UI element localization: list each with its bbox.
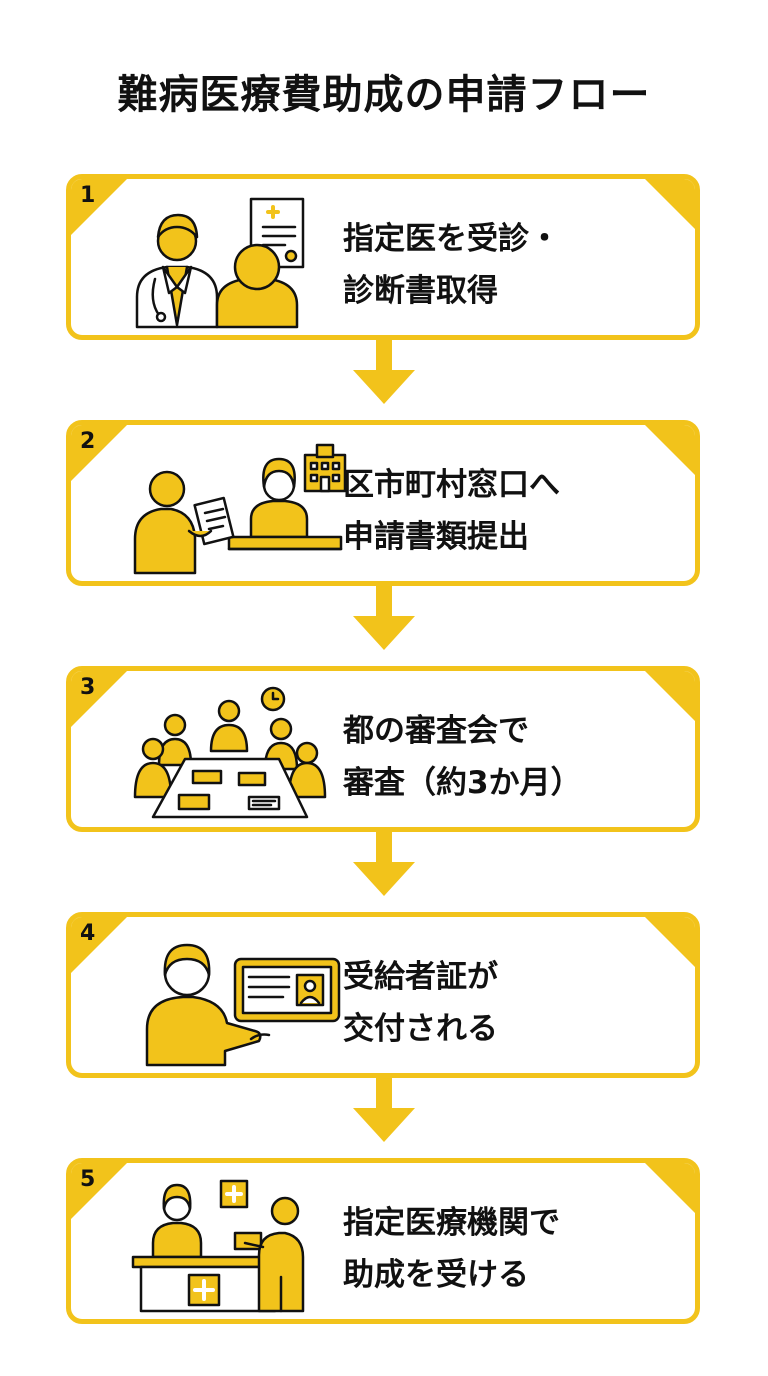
step-title-line2: 助成を受ける bbox=[343, 1257, 529, 1293]
arrow-down-icon bbox=[353, 832, 415, 896]
page-title: 難病医療費助成の申請フロー bbox=[117, 72, 651, 118]
corner-accent bbox=[644, 671, 695, 722]
step-title-line1: 受給者証が bbox=[343, 959, 498, 995]
step-title-line1: 指定医療機関で bbox=[343, 1205, 560, 1241]
step-number: 5 bbox=[80, 1167, 96, 1192]
step-card-3: 3 都の審査会で 審査（約3か月） bbox=[66, 666, 700, 832]
step-number: 1 bbox=[80, 183, 96, 208]
step-card-1: 1 指定医を受診・ 診断書取得 bbox=[66, 174, 700, 340]
step-title-line1: 区市町村窓口へ bbox=[343, 467, 560, 503]
arrow-down-icon bbox=[353, 340, 415, 404]
corner-accent bbox=[71, 179, 128, 236]
corner-accent bbox=[71, 1163, 128, 1220]
arrow-down-icon bbox=[353, 1078, 415, 1142]
step-title-line1: 都の審査会で bbox=[343, 713, 529, 749]
arrow-down-icon bbox=[353, 586, 415, 650]
corner-accent bbox=[644, 917, 695, 968]
corner-accent bbox=[71, 671, 128, 728]
step-title-line2: 申請書類提出 bbox=[343, 519, 529, 555]
step-card-4: 4 受給者証が 交付される bbox=[66, 912, 700, 1078]
review-committee-meeting-icon bbox=[133, 686, 327, 819]
step-title-line1: 指定医を受診・ bbox=[343, 221, 560, 257]
doctor-patient-diagnosis-icon bbox=[135, 197, 305, 329]
corner-accent bbox=[644, 1163, 695, 1214]
step-title-line2: 交付される bbox=[343, 1011, 498, 1047]
corner-accent bbox=[71, 917, 128, 974]
step-title-line2: 審査（約3か月） bbox=[343, 765, 582, 801]
step-number: 4 bbox=[80, 921, 96, 946]
corner-accent bbox=[644, 425, 695, 476]
corner-accent bbox=[71, 425, 128, 482]
medical-institution-reception-icon bbox=[131, 1179, 305, 1313]
step-title-line2: 診断書取得 bbox=[343, 273, 498, 309]
certificate-issued-icon bbox=[145, 943, 341, 1067]
step-number: 3 bbox=[80, 675, 96, 700]
step-card-5: 5 指定医療機関で 助成を受ける bbox=[66, 1158, 700, 1324]
municipal-counter-application-icon bbox=[133, 443, 347, 575]
corner-accent bbox=[644, 179, 695, 230]
step-card-2: 2 区市町村窓口へ bbox=[66, 420, 700, 586]
step-number: 2 bbox=[80, 429, 96, 454]
